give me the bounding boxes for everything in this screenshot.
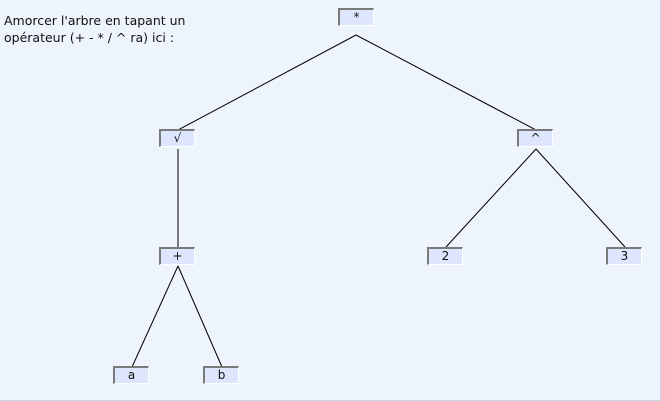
node-root-operator[interactable]: * <box>338 8 374 26</box>
edge-power-2 <box>445 148 537 248</box>
node-operand-b[interactable]: b <box>203 366 239 384</box>
instruction-text: Amorcer l'arbre en tapant un opérateur (… <box>4 12 185 46</box>
edge-root-power <box>355 34 537 131</box>
edge-power-3 <box>535 148 626 248</box>
instruction-line-2: opérateur (+ - * / ^ ra) ici : <box>4 30 175 45</box>
node-operand-a[interactable]: a <box>113 366 149 384</box>
node-exponent-base[interactable]: 2 <box>427 247 463 265</box>
node-exponent-power[interactable]: 3 <box>606 247 642 265</box>
node-sqrt-operator[interactable]: √ <box>159 129 195 147</box>
instruction-line-1: Amorcer l'arbre en tapant un <box>4 13 186 28</box>
edge-plus-a <box>131 265 179 368</box>
edge-plus-b <box>177 265 223 368</box>
node-plus-operator[interactable]: + <box>159 247 195 265</box>
node-power-operator[interactable]: ^ <box>517 129 553 147</box>
edge-root-sqrt <box>177 34 357 131</box>
